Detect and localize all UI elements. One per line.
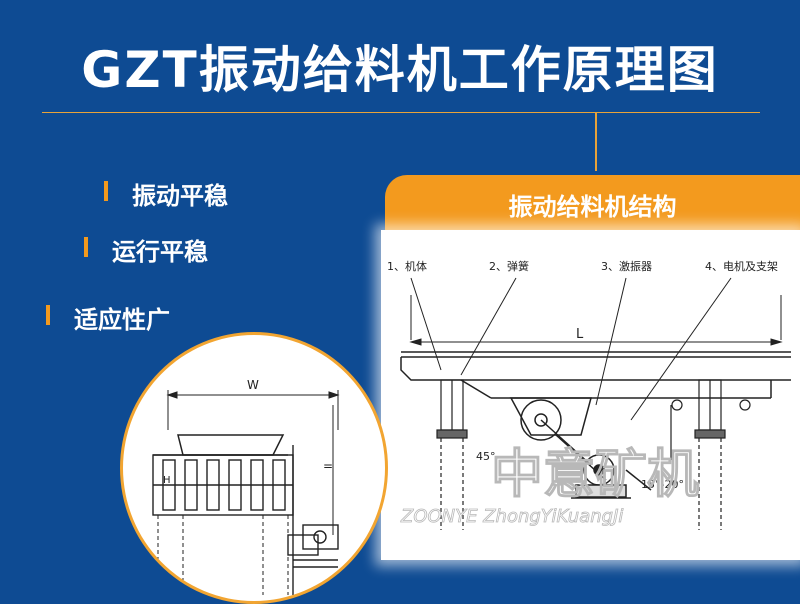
structure-diagram-panel: 1、机体 2、弹簧 3、激振器 4、电机及支架 L (381, 230, 800, 560)
bullet-bar (46, 305, 50, 325)
feature-label: 振动平稳 (132, 182, 228, 210)
title-divider (42, 112, 760, 113)
watermark-en: ZOONYE ZhongYiKuangJi (400, 506, 623, 527)
feeder-structure-drawing: 1、机体 2、弹簧 3、激振器 4、电机及支架 L (387, 259, 791, 530)
dim-length-label: L (576, 327, 584, 342)
side-view-circle: W H = (120, 332, 388, 604)
watermark-cn: 中意矿机 (491, 445, 699, 505)
angle-label-45: 45° (476, 450, 496, 463)
angle-label-15-20: 15°-20° (641, 478, 684, 491)
structure-panel-title: 振动给料机结构 (508, 193, 677, 221)
bullet-bar (84, 237, 88, 257)
dim-height-label: H (163, 475, 171, 486)
dim-right-label: = (323, 459, 333, 473)
page-title: GZT振动给料机工作原理图 (81, 41, 719, 99)
legend-item: 1、机体 (387, 259, 427, 273)
dim-width-label: W (247, 378, 259, 392)
bullet-bar (104, 181, 108, 201)
structure-panel-header: 振动给料机结构 (385, 175, 800, 230)
connector-line (595, 113, 597, 171)
feature-label: 运行平稳 (112, 238, 208, 266)
feature-label: 适应性广 (74, 306, 170, 334)
legend-item: 3、激振器 (601, 259, 652, 273)
feeder-side-view-drawing: W H = (152, 378, 340, 595)
legend-item: 2、弹簧 (489, 259, 529, 273)
legend-item: 4、电机及支架 (705, 259, 778, 273)
